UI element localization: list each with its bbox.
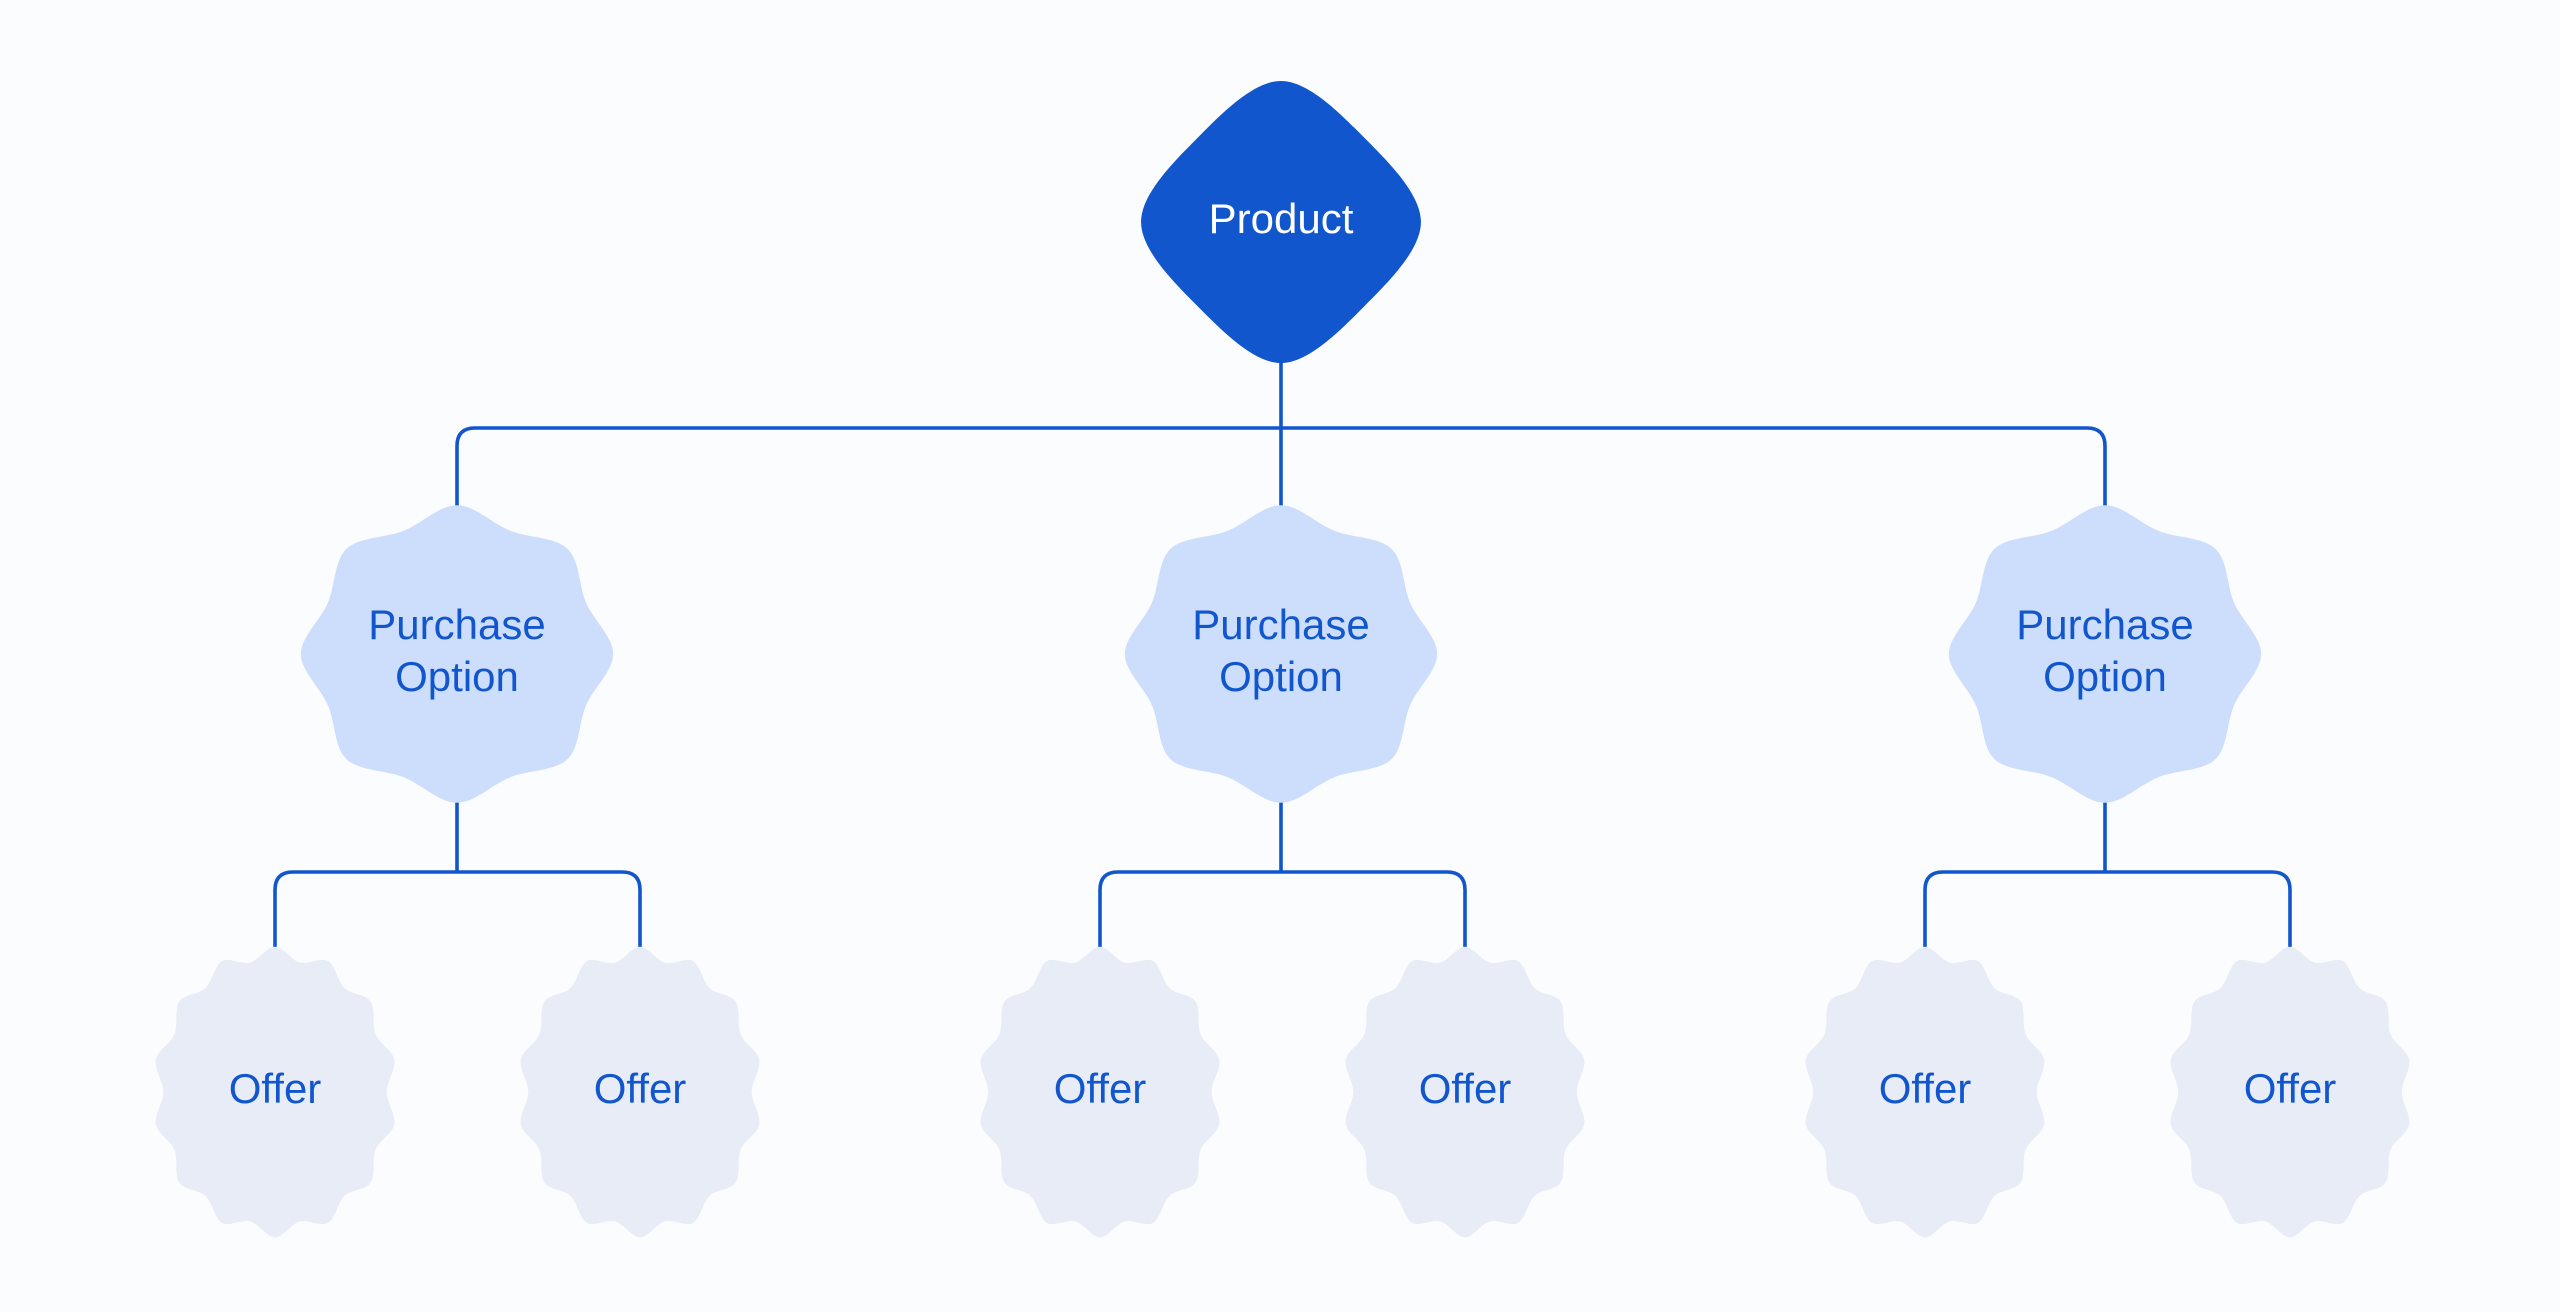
connector-product-to-purchase-options [455,336,2107,514]
offer-node-shape [980,946,1220,1238]
offer-node-shape [1805,946,2045,1238]
connector-purchase-option-1-to-offers [273,780,642,957]
offer-node-5[interactable]: Offer [1805,946,2045,1238]
product-node-shape [1141,80,1421,364]
offer-node-shape [2170,946,2410,1238]
offer-node-3[interactable]: Offer [980,946,1220,1238]
product-node[interactable]: Product [1141,80,1421,364]
offer-node-4[interactable]: Offer [1345,946,1585,1238]
offer-node-shape [520,946,760,1238]
offer-node-shape [1345,946,1585,1238]
offer-node-1[interactable]: Offer [155,946,395,1238]
connector-purchase-option-2-to-offers [1098,780,1467,957]
offer-node-shape [155,946,395,1238]
offer-node-2[interactable]: Offer [520,946,760,1238]
offer-node-6[interactable]: Offer [2170,946,2410,1238]
connector-purchase-option-3-to-offers [1923,780,2292,957]
purchase-option-node-shape [1124,505,1438,803]
purchase-option-node-shape [1948,505,2262,803]
purchase-option-node-shape [300,505,614,803]
